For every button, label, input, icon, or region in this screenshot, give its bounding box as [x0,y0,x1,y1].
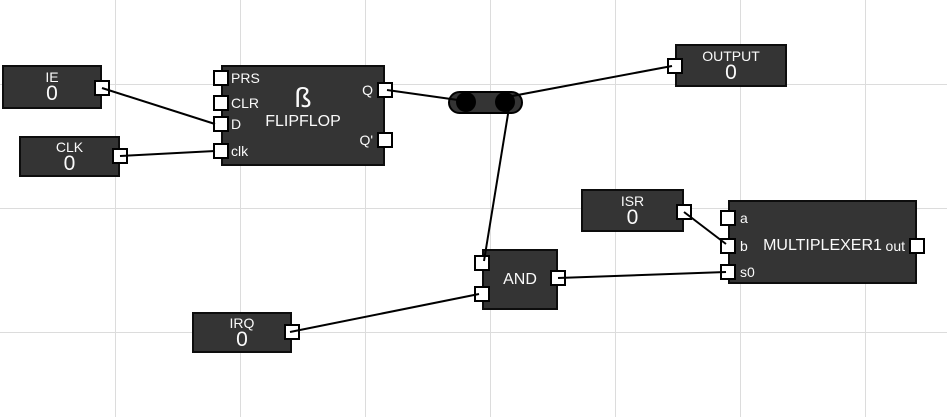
node-irq-label: IRQ [229,314,255,331]
node-ie-label: IE [45,69,59,85]
node-ie[interactable]: IE 0 [2,65,102,109]
and-input1-port[interactable] [474,255,490,271]
flipflop-port-label-qprime: Q' [359,132,373,148]
wire-irq-to-and-input2[interactable] [289,293,480,333]
node-isr[interactable]: ISR 0 [581,189,684,232]
wire-junction-to-output[interactable] [506,65,673,98]
wire-clk-to-flipflop-clk[interactable] [119,150,216,157]
wire-isr-to-mux-b[interactable] [683,211,727,245]
node-clk-value: 0 [63,151,76,175]
mux-port-label-s0: s0 [740,264,755,280]
node-clk[interactable]: CLK 0 [19,136,120,177]
and-title: AND [503,270,537,288]
flipflop-qprime-port[interactable] [377,132,393,148]
wire-ie-to-flipflop-d[interactable] [101,87,216,125]
node-isr-value: 0 [626,205,639,229]
node-irq-value: 0 [236,327,248,351]
node-clk-label: CLK [55,138,84,155]
node-irq[interactable]: IRQ 0 [192,312,292,353]
wire-junction-to-and-input1[interactable] [483,107,510,262]
flipflop-port-label-prs: PRS [231,70,260,86]
node-isr-label: ISR [620,192,645,209]
node-ie-value: 0 [46,82,58,105]
wire-flipflop-q-to-junction[interactable] [386,89,459,101]
flipflop-port-label-clr: CLR [231,95,260,111]
flipflop-prs-port[interactable] [213,70,229,86]
node-output[interactable]: OUTPUT 0 [675,44,787,87]
wire-and-to-mux-s0[interactable] [557,271,727,279]
node-output-label: OUTPUT [702,47,760,64]
flipflop-port-label-clk: clk [231,143,249,159]
mux-a-port[interactable] [720,210,736,226]
mux-port-label-b: b [740,238,748,254]
mux-out-port[interactable] [909,238,925,254]
flipflop-port-label-d: D [231,116,242,132]
node-output-value: 0 [725,60,737,84]
flipflop-port-label-q: Q [362,82,373,98]
mux-port-label-a: a [740,210,748,226]
mux-port-label-out: out [885,238,905,254]
flipflop-clr-port[interactable] [213,95,229,111]
junction-terminal-left[interactable] [456,92,476,112]
node-and[interactable]: AND [482,249,558,310]
